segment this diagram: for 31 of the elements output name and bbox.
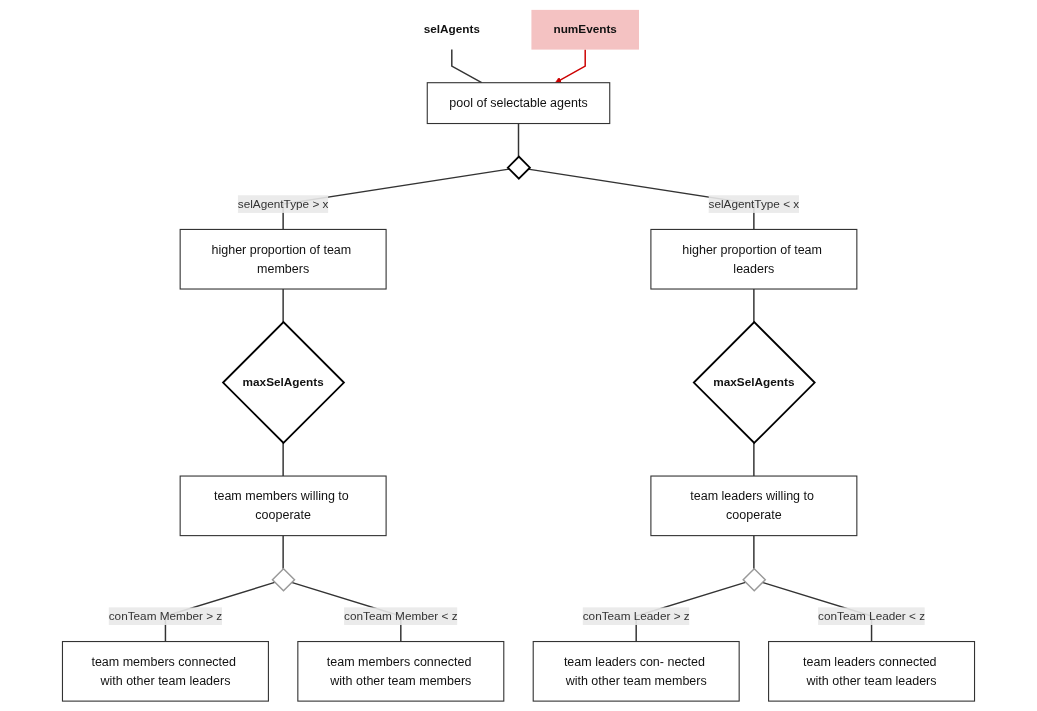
node-box: team leaders willing to cooperate — [650, 475, 858, 537]
edge-label: selAgentType < x — [708, 197, 800, 210]
node-box: team members willing to cooperate — [179, 475, 387, 537]
node-box: higher proportion of team leaders — [650, 228, 858, 290]
connector — [753, 442, 755, 477]
node-text: selAgents — [423, 23, 480, 36]
connector — [282, 534, 284, 570]
node-box: pool of selectable agents — [426, 82, 611, 125]
node-diamond: maxSelAgents — [692, 320, 816, 445]
node-box: team leaders connected with other team leaders — [768, 641, 976, 702]
node-diamond: maxSelAgents — [221, 320, 346, 445]
node-box: team leaders con- nected with other team members — [532, 641, 740, 702]
edge-label: conTeam Leader < z — [818, 609, 926, 623]
connector — [451, 48, 483, 84]
node-box: numEvents — [531, 9, 639, 50]
edge-label: selAgentType > x — [237, 197, 329, 210]
arrow — [555, 48, 586, 83]
edge-label: conTeam Leader > z — [582, 609, 690, 623]
node-diamond — [742, 567, 767, 592]
edge-label: conTeam Member > z — [108, 609, 223, 623]
connector — [282, 288, 284, 323]
node-box: higher proportion of team members — [179, 228, 387, 290]
connector — [517, 122, 520, 158]
node-diamond — [271, 567, 296, 592]
edge-label: conTeam Member < z — [344, 609, 458, 623]
node-box: team members connected with other team members — [297, 641, 505, 702]
connector — [753, 288, 755, 323]
connector — [753, 534, 755, 570]
node-diamond — [506, 155, 532, 180]
node-box: team members connected with other team leaders — [61, 641, 269, 702]
connector — [282, 442, 284, 477]
